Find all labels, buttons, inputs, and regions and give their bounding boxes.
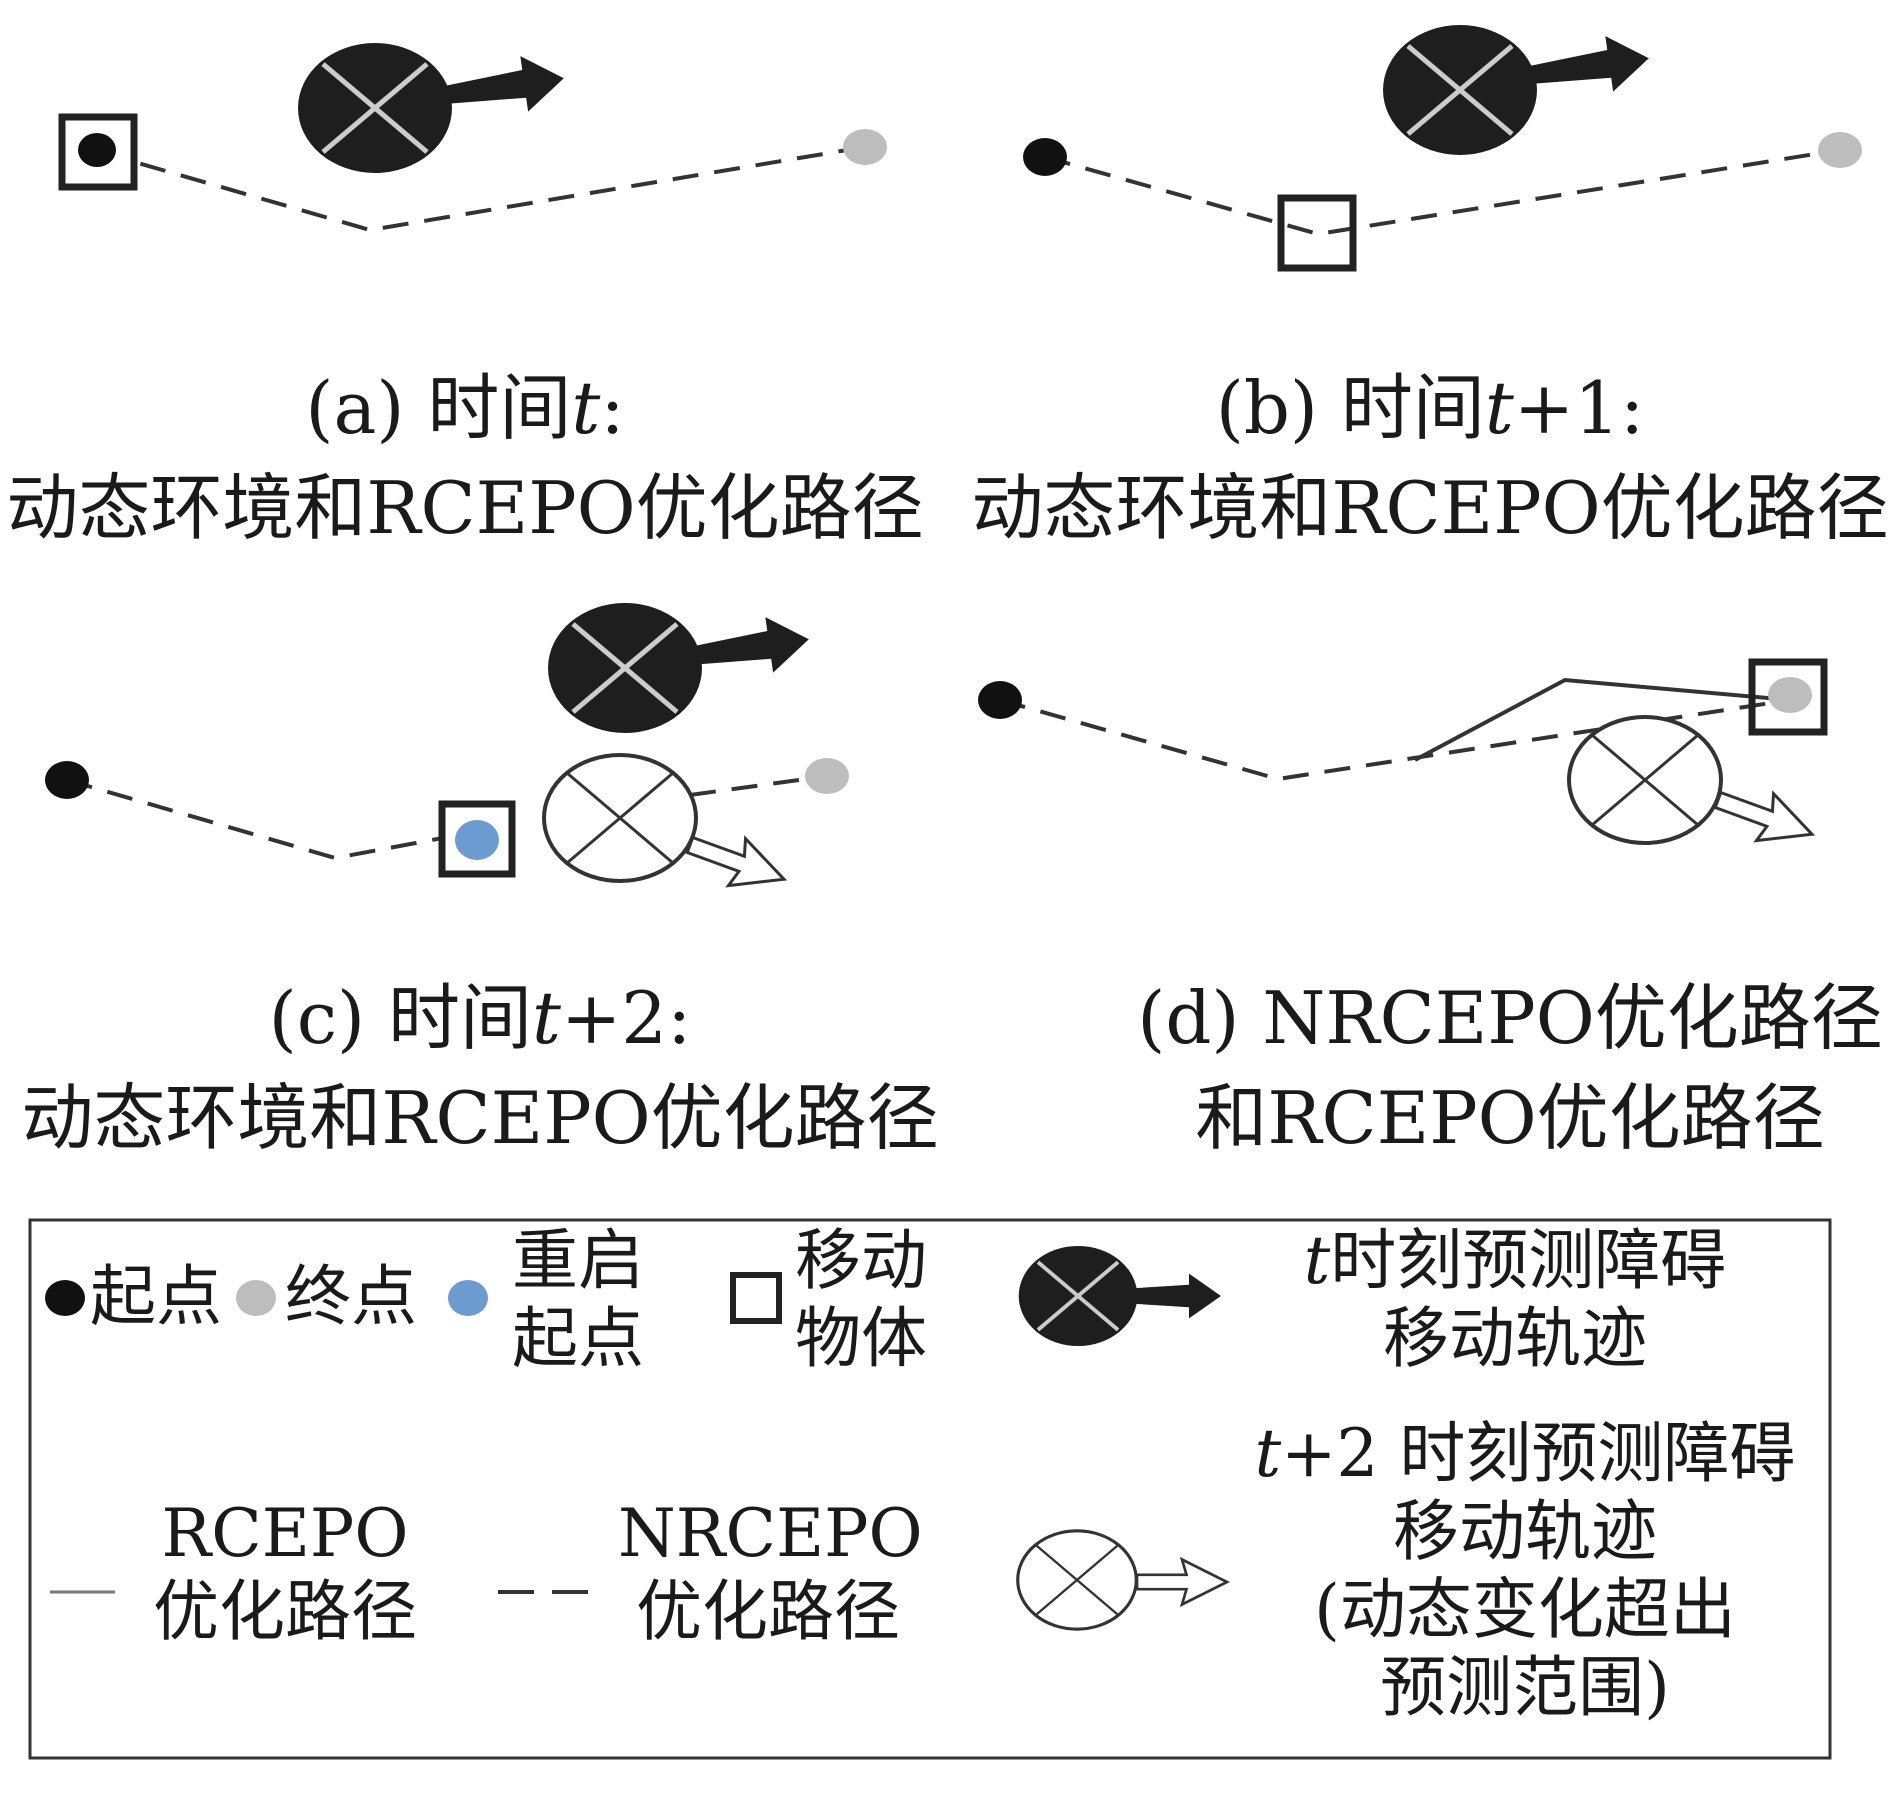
obstacle-motion-arrow-t2	[1707, 775, 1823, 860]
end-point	[805, 758, 849, 794]
legend-rcepo-label: RCEPO 优化路径	[153, 1495, 417, 1650]
caption-d: (d) NRCEPO优化路径 和RCEPO优化路径	[1137, 976, 1883, 1160]
legend-start-label: 起点	[90, 1258, 222, 1335]
legend-start-icon	[45, 1280, 85, 1316]
legend-predicted-obstacle-t-icon	[1016, 1244, 1140, 1348]
caption-c: (c) 时间t+2: 动态环境和RCEPO优化路径	[21, 976, 939, 1160]
nrcepo-path	[99, 145, 866, 233]
obstacle-motion-arrow-t2	[679, 820, 795, 905]
nrcepo-path	[66, 778, 476, 861]
legend-restart-label: 重启 起点	[512, 1222, 644, 1377]
legend-end-icon	[236, 1280, 276, 1316]
legend-hollow-arrow-icon	[1135, 1558, 1229, 1606]
predicted-obstacle-t2	[542, 753, 698, 883]
end-point	[1818, 132, 1862, 168]
rcepo-path	[1414, 677, 1791, 762]
predicted-obstacle-t	[298, 43, 452, 173]
legend-moving-object-label: 移动 物体	[795, 1222, 927, 1377]
obstacle-motion-arrow	[441, 50, 568, 123]
predicted-obstacle-t2	[1567, 715, 1723, 845]
legend-restart-icon	[448, 1280, 488, 1316]
start-point	[1023, 138, 1067, 176]
end-point	[843, 129, 887, 165]
start-point	[45, 761, 89, 799]
obstacle-motion-arrow	[686, 611, 813, 684]
panel-b	[1023, 25, 1862, 272]
restart-point	[455, 820, 499, 860]
nrcepo-path	[1044, 148, 1841, 237]
legend-predicted-obstacle-t2-icon	[1016, 1529, 1138, 1631]
nrcepo-path-tail	[689, 774, 829, 797]
panel-c	[45, 603, 849, 905]
panel-d	[978, 658, 1828, 860]
start-point	[78, 133, 116, 167]
legend-end-label: 终点	[285, 1258, 417, 1335]
caption-b: (b) 时间t+1: 动态环境和RCEPO优化路径	[971, 366, 1889, 550]
predicted-obstacle-t	[1383, 25, 1537, 155]
moving-object	[1277, 194, 1357, 272]
legend-predicted-t2-label: t+2 时刻预测障碍 移动轨迹 (动态变化超出 预测范围)	[1254, 1415, 1796, 1726]
legend-predicted-t-label: t时刻预测障碍 移动轨迹	[1303, 1222, 1727, 1377]
panel-a	[58, 43, 887, 233]
legend-box	[28, 1218, 1832, 1760]
moving-object	[1748, 658, 1828, 736]
predicted-obstacle-t	[548, 603, 702, 733]
legend-nrcepo-label: NRCEPO 优化路径	[618, 1495, 923, 1650]
legend-moving-object-icon	[730, 1272, 782, 1324]
end-point	[1768, 677, 1812, 713]
legend-solid-arrow-icon	[1125, 1273, 1221, 1319]
start-point	[978, 681, 1022, 719]
obstacle-motion-arrow	[1526, 30, 1653, 103]
caption-a: (a) 时间t: 动态环境和RCEPO优化路径	[6, 366, 924, 550]
